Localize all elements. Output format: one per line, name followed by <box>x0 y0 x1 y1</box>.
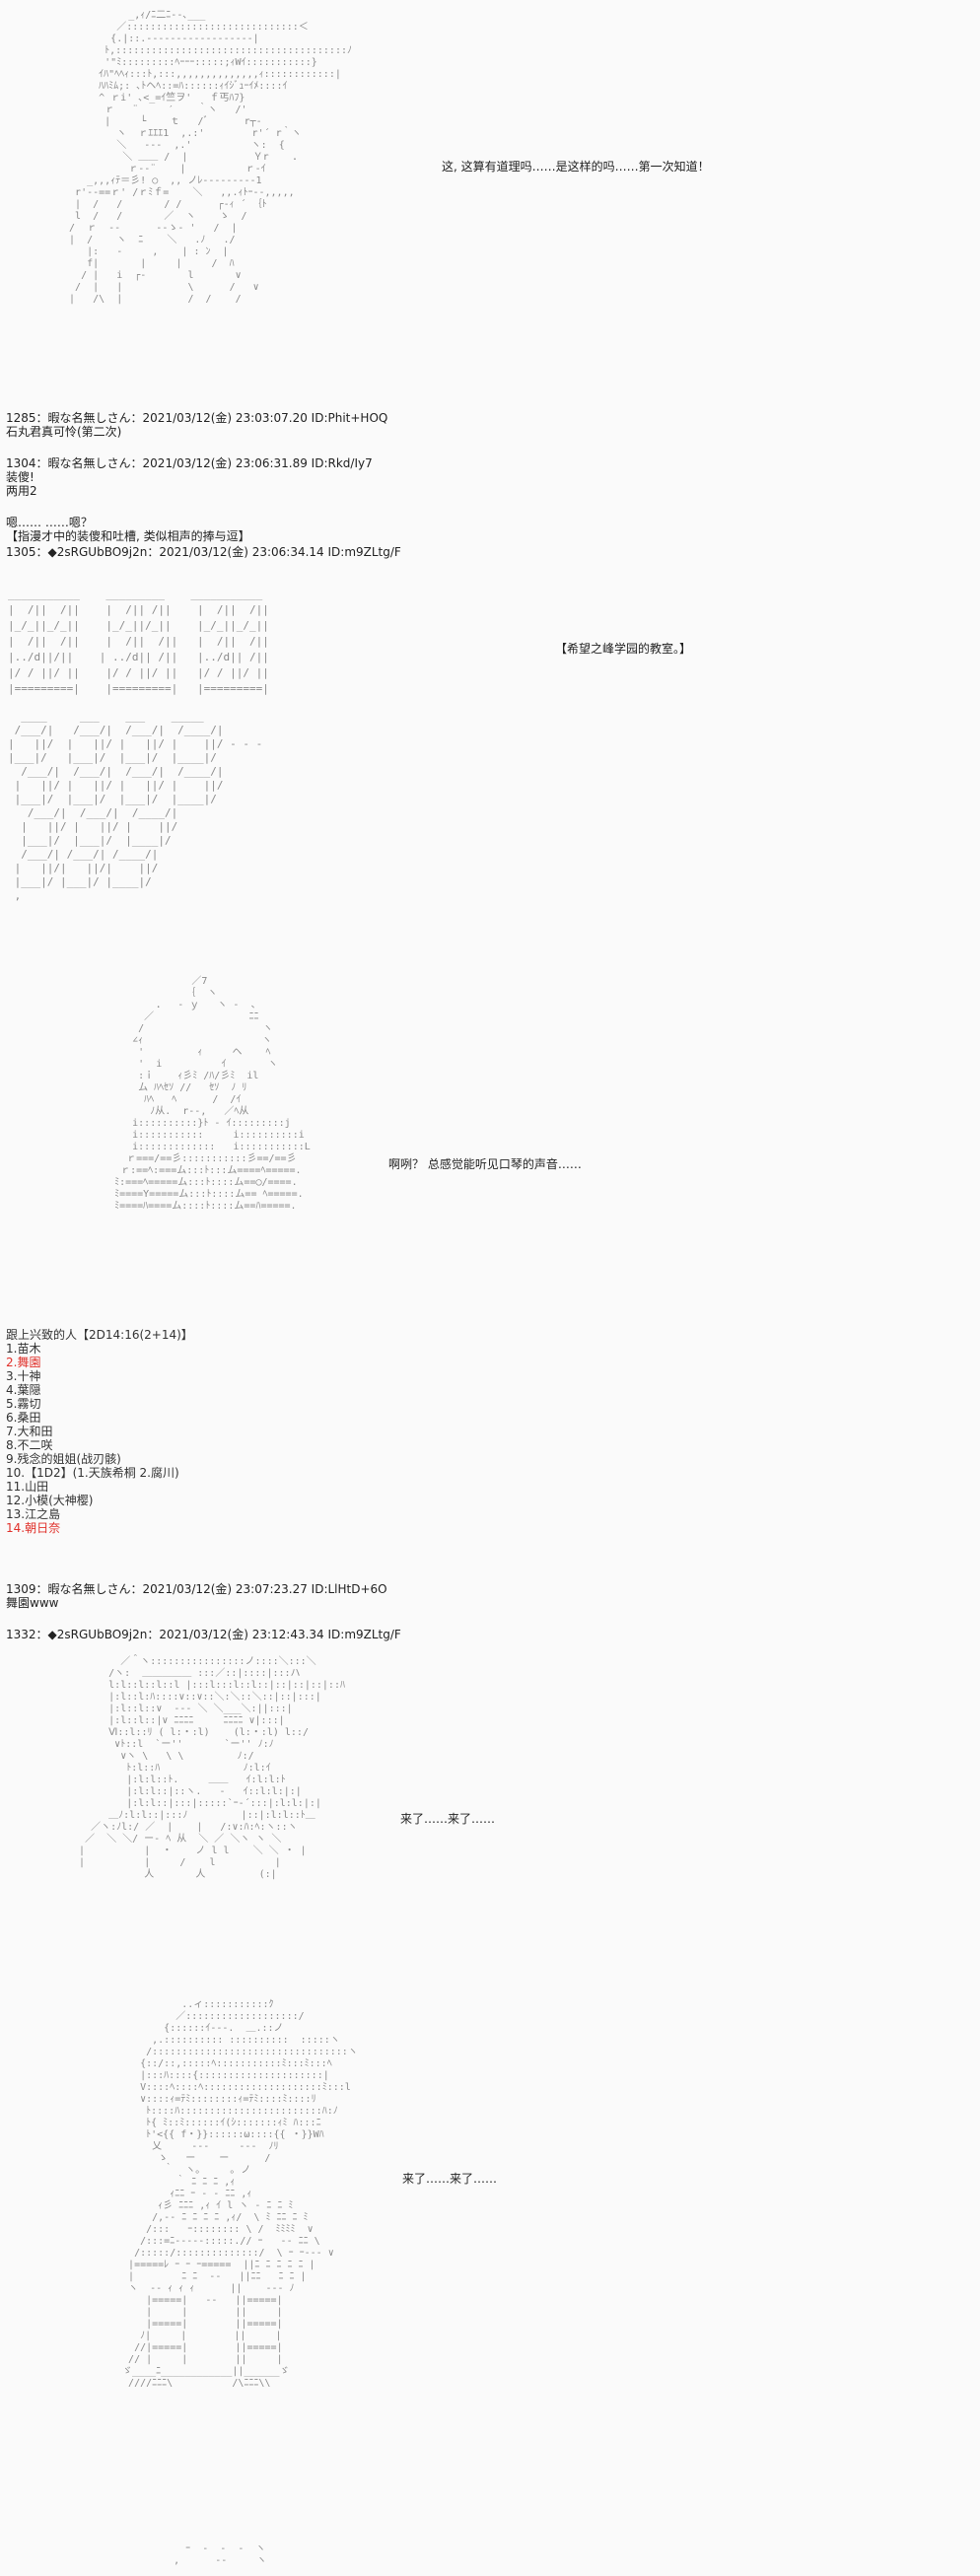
caption-harmonica: 啊咧？ 总感觉能听见口琴的声音…… <box>388 1157 582 1171</box>
roll-item: 5.霧切 <box>6 1397 41 1411</box>
caption-first-time: 这, 这算有道理吗……是这样的吗……第一次知道！ <box>442 160 710 174</box>
roll-item: 2.舞園 <box>6 1356 41 1369</box>
roll-title: 跟上兴致的人【2D14:16(2+14)】 <box>6 1328 193 1342</box>
caption-coming-2: 来了……来了…… <box>402 2172 498 2186</box>
roll-item: 9.残念的姐姐(战刃骸) <box>6 1452 121 1466</box>
ascii-art-character-2: ..ィ:::::::::::ｸ ／:::::::::::::::::::/ {:… <box>122 1999 358 2389</box>
post-1309-body: 舞園www <box>6 1596 59 1610</box>
post-1305-pre-1: 嗯…… ……嗯？ <box>6 516 93 529</box>
post-1332-header: 1332：◆2sRGUbBO9j2n：2021/03/12(金) 23:12:4… <box>6 1628 401 1641</box>
roll-item: 12.小模(大神樱) <box>6 1494 94 1507</box>
ascii-art-classroom-desks: ____ ___ ___ _____ /___/| /___/| /___/| … <box>8 710 263 902</box>
ascii-art-ishimaru: _,ｨ/ﾆ二ﾆ‐-､___ ／:::::::::::::::::::::::::… <box>69 10 352 305</box>
roll-item: 7.大和田 <box>6 1425 53 1438</box>
ascii-art-character-1: ／＾ヽ::::::::::::::::ノ::::＼:::＼ /ヽ: ＿＿＿＿＿ … <box>79 1656 345 1880</box>
post-1285-body: 石丸君真可怜(第二次) <box>6 425 122 439</box>
post-1305-pre-2: 【指漫才中的装傻和吐槽, 类似相声的捧与逗】 <box>6 529 250 543</box>
ascii-art-partial-bottom: ｰ ‐ ‐ ‐ ヽ , ‐‐ ヽ <box>174 2543 267 2566</box>
caption-coming-1: 来了……来了…… <box>400 1812 496 1826</box>
roll-item: 13.江之島 <box>6 1507 61 1521</box>
ascii-art-maizono: ／7 ｛ ヽ ． ‐ ｙ ヽ ‐ 、 ／ ﾆﾆ / ヽ ∠ｨ ヽ ' ｨ ヘ ﾍ… <box>114 976 311 1212</box>
roll-item: 3.十神 <box>6 1369 41 1383</box>
roll-item: 8.不二咲 <box>6 1438 53 1452</box>
roll-item: 1.苗木 <box>6 1342 41 1356</box>
post-1304-header: 1304：暇な名無しさん：2021/03/12(金) 23:06:31.89 I… <box>6 456 373 470</box>
ascii-art-classroom-windows: ___________ _________ ___________ | /|| … <box>8 588 269 695</box>
roll-item: 6.桑田 <box>6 1411 41 1425</box>
roll-item: 10.【1D2】(1.天族希桐 2.腐川) <box>6 1466 179 1480</box>
roll-item: 11.山田 <box>6 1480 49 1494</box>
post-1285-header: 1285：暇な名無しさん：2021/03/12(金) 23:03:07.20 I… <box>6 411 388 425</box>
post-1309-header: 1309：暇な名無しさん：2021/03/12(金) 23:07:23.27 I… <box>6 1582 387 1596</box>
post-1304-body-2: 两用2 <box>6 484 37 498</box>
caption-classroom: 【希望之峰学园的教室。】 <box>555 642 692 656</box>
roll-list: 跟上兴致的人【2D14:16(2+14)】 1.苗木 2.舞園 3.十神 4.葉… <box>6 1328 193 1535</box>
roll-item: 14.朝日奈 <box>6 1521 61 1535</box>
post-1304-body-1: 装傻! <box>6 470 35 484</box>
post-1305-header: 1305：◆2sRGUbBO9j2n：2021/03/12(金) 23:06:3… <box>6 545 401 559</box>
roll-item: 4.葉隠 <box>6 1383 41 1397</box>
